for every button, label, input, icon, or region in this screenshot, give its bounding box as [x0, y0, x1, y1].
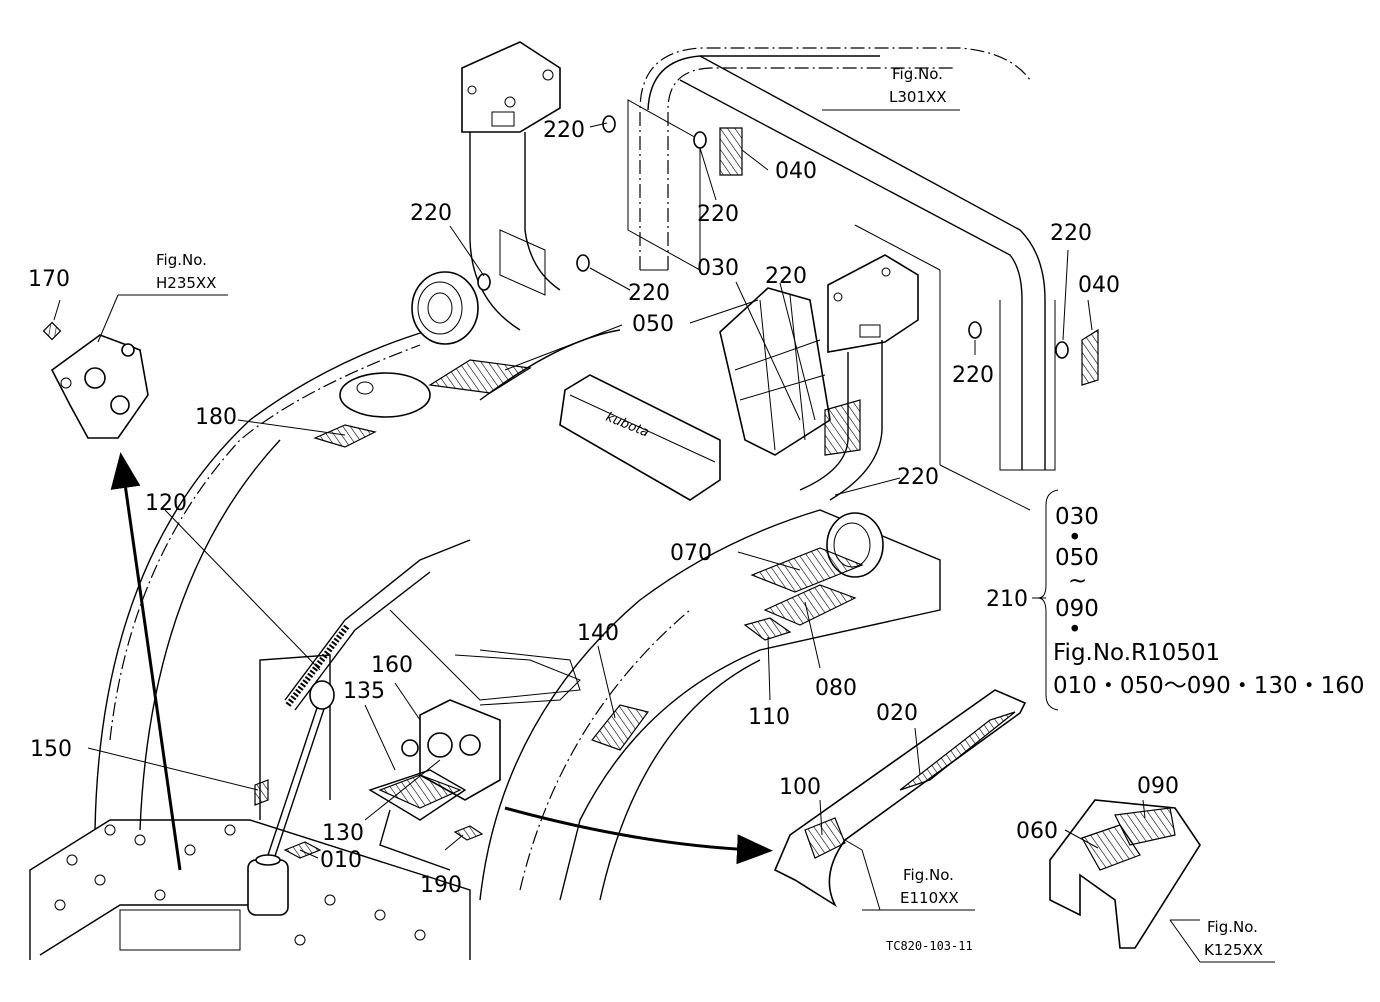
callout-010: 010	[320, 848, 362, 873]
rops-left-bracket	[461, 41, 561, 331]
callout-220: 220	[952, 363, 994, 388]
brake-panel	[368, 769, 467, 871]
fig-ref-number: E110XX	[900, 889, 959, 907]
decals	[254, 127, 1099, 859]
callout-040: 040	[1078, 273, 1120, 298]
toolbox-console: kubota	[559, 374, 721, 501]
set-fig-ref: Fig.No.R10501	[1053, 640, 1220, 666]
set-item: 030	[1055, 504, 1099, 530]
cover-k125	[1049, 799, 1201, 949]
step-cover-e110	[773, 689, 1027, 908]
fig-ref-number: H235XX	[156, 274, 216, 292]
callout-labels: 220 220 040 220 220 030 220 050 220 040 …	[28, 118, 1179, 898]
callout-090: 090	[1137, 774, 1179, 799]
set-range: ~	[1068, 568, 1087, 594]
callout-050: 050	[632, 312, 674, 337]
callout-220: 220	[628, 281, 670, 306]
callout-160: 160	[371, 653, 413, 678]
decal-170	[42, 321, 62, 341]
diagram-code: TC820-103-11	[886, 939, 973, 953]
seat-back-plate	[719, 287, 831, 456]
callout-135: 135	[343, 679, 385, 704]
arrow-to-valve-block	[110, 452, 182, 871]
fig-ref-title: Fig.No.	[1207, 918, 1258, 936]
figure-references: Fig.No. L301XX Fig.No. H235XX Fig.No. E1…	[118, 65, 1275, 963]
set-contents: 010・050～090・130・160	[1053, 673, 1365, 699]
callout-150: 150	[30, 737, 72, 762]
set-item: 090	[1055, 596, 1099, 622]
callout-180: 180	[195, 405, 237, 430]
callout-120: 120	[145, 491, 187, 516]
callout-030: 030	[697, 256, 739, 281]
floor-plate	[29, 819, 471, 960]
arrow-to-step-cover	[504, 806, 773, 865]
callout-220: 220	[697, 202, 739, 227]
callout-080: 080	[815, 676, 857, 701]
fig-ref-number: K125XX	[1204, 941, 1263, 959]
callout-040: 040	[775, 159, 817, 184]
leader-lines	[53, 109, 1200, 921]
callout-140: 140	[577, 621, 619, 646]
set-item: 050	[1055, 545, 1099, 571]
callout-060: 060	[1016, 819, 1058, 844]
fig-ref-title: Fig.No.	[156, 251, 207, 269]
callout-170: 170	[28, 267, 70, 292]
hydraulic-reservoir	[247, 680, 335, 916]
callout-220: 220	[1050, 221, 1092, 246]
set-separator: •	[1068, 617, 1082, 643]
set-composition: 030 • 050 ~ 090 • Fig.No.R10501 010・050～…	[1053, 504, 1365, 699]
callout-020: 020	[876, 701, 918, 726]
set-separator: •	[1068, 525, 1082, 551]
lever-quadrant	[284, 539, 581, 711]
valve-block-h235	[50, 334, 149, 439]
callout-210: 210	[986, 587, 1028, 612]
fig-ref-title: Fig.No.	[903, 866, 954, 884]
rops-frame-outline	[627, 47, 1056, 511]
callout-130: 130	[322, 821, 364, 846]
callout-110: 110	[748, 705, 790, 730]
fuel-cap-oval	[339, 372, 431, 418]
fig-ref-number: L301XX	[889, 88, 947, 106]
fig-ref-title: Fig.No.	[892, 65, 943, 83]
callout-220: 220	[897, 465, 939, 490]
set-bracket	[1037, 489, 1059, 711]
callout-070: 070	[670, 541, 712, 566]
fender-body	[94, 329, 941, 901]
work-lamp-left	[411, 271, 479, 345]
callout-220: 220	[543, 118, 585, 143]
callout-190: 190	[420, 873, 462, 898]
callout-100: 100	[779, 775, 821, 800]
clips-220	[477, 115, 1069, 359]
callout-220: 220	[765, 264, 807, 289]
callout-220: 220	[410, 201, 452, 226]
